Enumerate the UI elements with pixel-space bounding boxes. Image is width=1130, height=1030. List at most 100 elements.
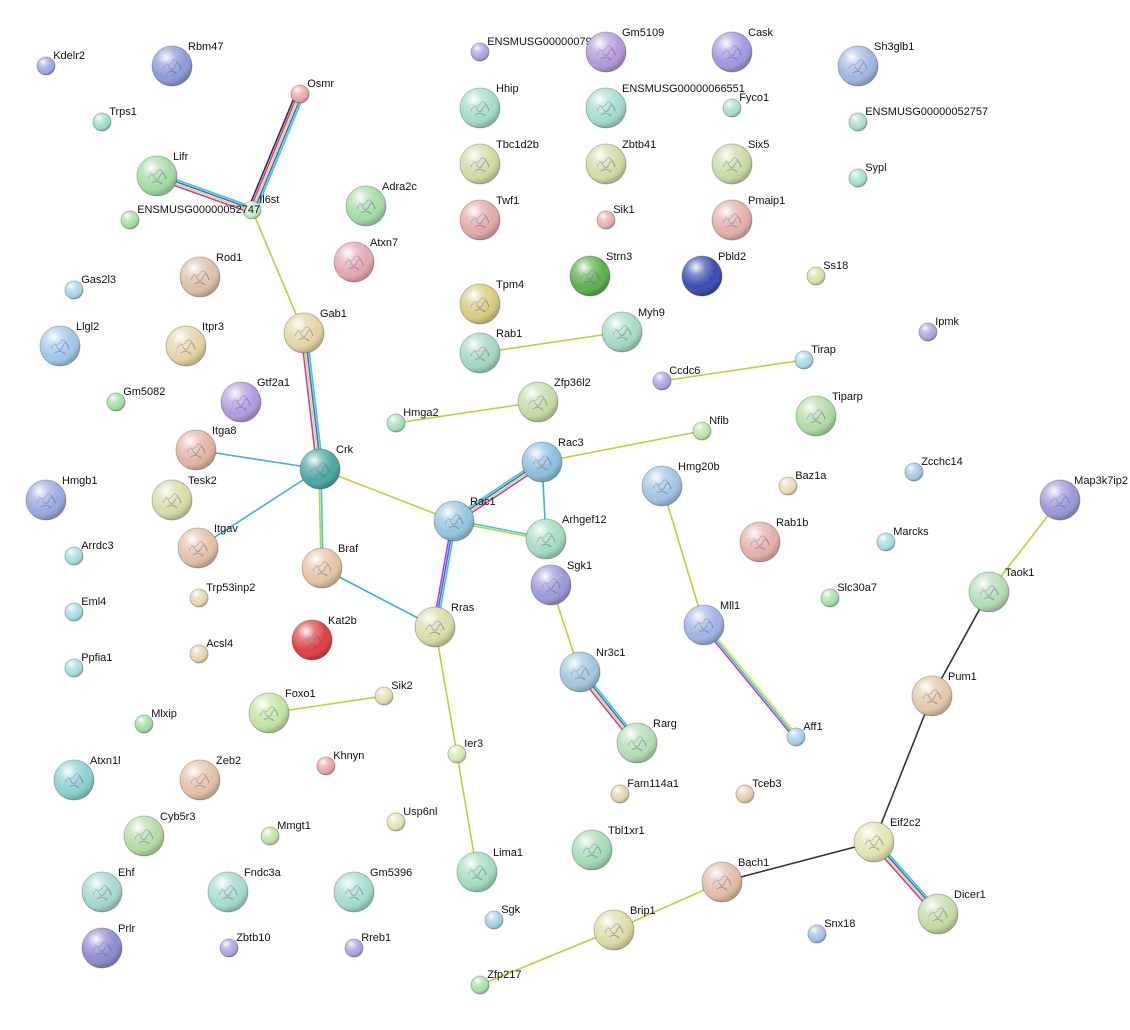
node-kat2b[interactable]: Kat2b (291, 615, 357, 661)
node-itga8[interactable]: Itga8 (175, 425, 236, 471)
node-gm5109[interactable]: Gm5109 (585, 27, 664, 73)
node-gas2l3[interactable]: Gas2l3 (64, 274, 116, 300)
node-nfib[interactable]: Nfib (692, 415, 729, 441)
node-slc30a7[interactable]: Slc30a7 (820, 582, 877, 608)
node-rreb1[interactable]: Rreb1 (344, 932, 391, 958)
node-arhgef12[interactable]: Arhgef12 (525, 514, 607, 560)
node-marcks[interactable]: Marcks (876, 526, 929, 552)
node-sgk[interactable]: Sgk (484, 904, 521, 930)
node-hmga2[interactable]: Hmga2 (386, 407, 439, 433)
node-ccdc6[interactable]: Ccdc6 (652, 365, 700, 391)
node-atxn7[interactable]: Atxn7 (333, 237, 398, 283)
node-aff1[interactable]: Aff1 (786, 721, 823, 747)
node-mmgt1[interactable]: Mmgt1 (260, 820, 311, 846)
node-tbl1xr1[interactable]: Tbl1xr1 (571, 825, 645, 871)
node-fam114a1[interactable]: Fam114a1 (610, 778, 679, 804)
node-dicer1[interactable]: Dicer1 (917, 889, 986, 935)
node-baz1a[interactable]: Baz1a (778, 470, 827, 496)
node-zbtb10[interactable]: Zbtb10 (219, 932, 270, 958)
node-tesk2[interactable]: Tesk2 (151, 475, 217, 521)
node-ensmusg00000052757[interactable]: ENSMUSG00000052757 (848, 106, 988, 132)
node-pmaip1[interactable]: Pmaip1 (711, 195, 785, 241)
node-tirap[interactable]: Tirap (794, 344, 836, 370)
node-tceb3[interactable]: Tceb3 (735, 778, 782, 804)
node-rod1[interactable]: Rod1 (179, 252, 242, 298)
node-lifr[interactable]: Lifr (136, 151, 189, 197)
node-adra2c[interactable]: Adra2c (345, 181, 417, 227)
node-mll1[interactable]: Mll1 (683, 600, 740, 646)
node-sypl[interactable]: Sypl (848, 162, 887, 188)
node-ensmusg00000079961[interactable]: ENSMUSG00000079961 (470, 36, 610, 62)
node-acsl4[interactable]: Acsl4 (189, 638, 233, 664)
node-kdelr2[interactable]: Kdelr2 (36, 50, 85, 76)
node-cyb5r3[interactable]: Cyb5r3 (123, 811, 195, 857)
node-osmr[interactable]: Osmr (290, 78, 334, 104)
node-rbm47[interactable]: Rbm47 (151, 41, 223, 87)
node-itpr3[interactable]: Itpr3 (165, 321, 224, 367)
node-map3k7ip2[interactable]: Map3k7ip2 (1039, 475, 1128, 521)
node-trps1[interactable]: Trps1 (92, 106, 137, 132)
node-pbld2[interactable]: Pbld2 (681, 251, 746, 297)
node-prlr[interactable]: Prlr (81, 923, 135, 969)
node-gm5082[interactable]: Gm5082 (106, 386, 165, 412)
node-eml4[interactable]: Eml4 (64, 596, 106, 622)
node-hhip[interactable]: Hhip (459, 83, 519, 129)
node-tpm4[interactable]: Tpm4 (459, 279, 524, 325)
node-fyco1[interactable]: Fyco1 (722, 92, 769, 118)
node-twf1[interactable]: Twf1 (459, 195, 519, 241)
node-pum1[interactable]: Pum1 (911, 671, 977, 717)
node-ss18[interactable]: Ss18 (806, 260, 848, 286)
node-ehf[interactable]: Ehf (81, 867, 135, 913)
node-eif2c2[interactable]: Eif2c2 (853, 817, 921, 863)
node-atxn1l[interactable]: Atxn1l (53, 755, 121, 801)
node-sik2[interactable]: Sik2 (374, 680, 413, 706)
node-zcchc14[interactable]: Zcchc14 (904, 456, 963, 482)
node-zeb2[interactable]: Zeb2 (179, 755, 241, 801)
node-brip1[interactable]: Brip1 (593, 905, 656, 951)
node-ipmk[interactable]: Ipmk (918, 316, 960, 342)
node-il6st[interactable]: Il6st (242, 194, 279, 220)
node-foxo1[interactable]: Foxo1 (248, 688, 316, 734)
node-ppfia1[interactable]: Ppfia1 (64, 652, 112, 678)
node-sh3glb1[interactable]: Sh3glb1 (837, 41, 914, 87)
node-bach1[interactable]: Bach1 (701, 857, 769, 903)
node-zbtb41[interactable]: Zbtb41 (585, 139, 656, 185)
node-arrdc3[interactable]: Arrdc3 (64, 540, 114, 566)
node-crk[interactable]: Crk (299, 444, 354, 490)
node-gtf2a1[interactable]: Gtf2a1 (220, 377, 290, 423)
node-taok1[interactable]: Taok1 (968, 567, 1034, 613)
node-ier3[interactable]: Ier3 (447, 738, 483, 764)
node-tbc1d2b[interactable]: Tbc1d2b (459, 139, 539, 185)
node-usp6nl[interactable]: Usp6nl (386, 806, 437, 832)
node-rac1[interactable]: Rac1 (433, 496, 496, 542)
node-hmgb1[interactable]: Hmgb1 (25, 475, 97, 521)
node-strn3[interactable]: Strn3 (569, 251, 632, 297)
node-gab1[interactable]: Gab1 (283, 308, 347, 354)
node-snx18[interactable]: Snx18 (807, 918, 855, 944)
node-itgav[interactable]: Itgav (177, 523, 238, 569)
node-sgk1[interactable]: Sgk1 (530, 560, 592, 606)
node-myh9[interactable]: Myh9 (601, 307, 665, 353)
node-ensmusg00000052747[interactable]: ENSMUSG00000052747 (120, 204, 260, 230)
node-khnyn[interactable]: Khnyn (316, 750, 364, 776)
node-gm5396[interactable]: Gm5396 (333, 867, 412, 913)
node-tiparp[interactable]: Tiparp (795, 391, 863, 437)
node-rras[interactable]: Rras (414, 602, 475, 648)
node-lima1[interactable]: Lima1 (456, 847, 523, 893)
node-trp53inp2[interactable]: Trp53inp2 (189, 582, 255, 608)
node-zfp217[interactable]: Zfp217 (470, 969, 521, 995)
node-braf[interactable]: Braf (301, 543, 359, 589)
node-nr3c1[interactable]: Nr3c1 (559, 647, 625, 693)
node-zfp36l2[interactable]: Zfp36l2 (517, 377, 591, 423)
node-llgl2[interactable]: Llgl2 (39, 321, 99, 367)
node-fndc3a[interactable]: Fndc3a (207, 867, 282, 913)
node-rarg[interactable]: Rarg (616, 718, 677, 764)
node-rac3[interactable]: Rac3 (521, 437, 584, 483)
node-six5[interactable]: Six5 (711, 139, 769, 185)
node-cask[interactable]: Cask (711, 27, 774, 73)
node-ensmusg00000066551[interactable]: ENSMUSG00000066551 (585, 83, 745, 129)
node-hmg20b[interactable]: Hmg20b (641, 461, 720, 507)
node-rab1b[interactable]: Rab1b (739, 517, 808, 563)
node-mlxip[interactable]: Mlxip (134, 708, 177, 734)
node-rab1[interactable]: Rab1 (459, 328, 522, 374)
